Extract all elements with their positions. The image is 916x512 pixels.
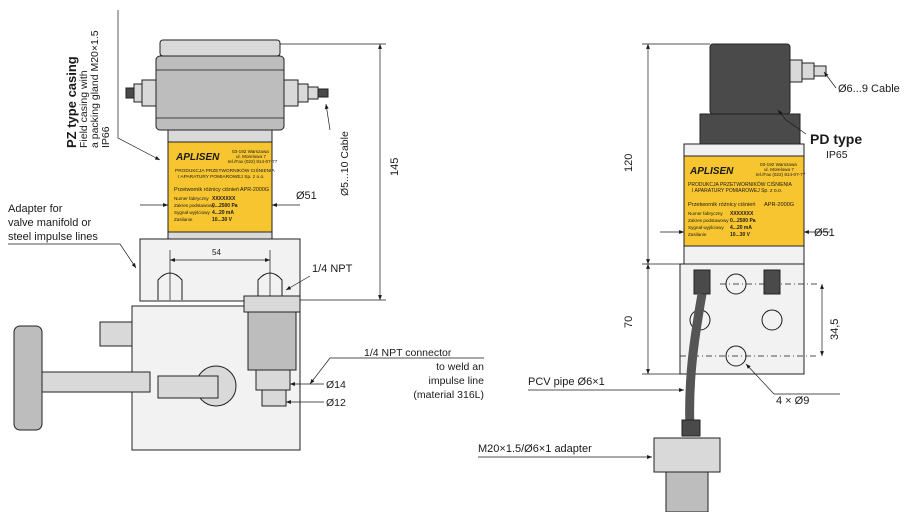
row3-label: Sygnał wyjściowy xyxy=(174,210,210,215)
adapter-block xyxy=(139,238,301,302)
company-2: I APARATURY POMIAROWEJ Sp. z o.o. xyxy=(178,174,265,180)
adapter-1: Adapter for xyxy=(8,203,63,215)
row4-label: Zasilanie xyxy=(174,217,193,222)
m20-adapter-hex xyxy=(653,437,721,473)
npt-hex xyxy=(247,311,297,371)
row2-value: 0...2500 Pa xyxy=(212,203,238,209)
row1-label: Numer fabryczny xyxy=(174,196,209,201)
pd-transmitter: APLISEN 03-192 Warszawa ul. Morelowa 7 t… xyxy=(653,43,827,512)
row3-value: 4...20 mA xyxy=(212,210,234,216)
pd-row2-label: Zakres podstawowy xyxy=(688,218,729,223)
casing-cap xyxy=(159,39,281,57)
pz-height: 145 xyxy=(389,158,401,176)
pz-diameter: Ø51 xyxy=(296,190,317,202)
connector-3: impulse line xyxy=(429,375,485,387)
pd-row1-value: XXXXXXX xyxy=(730,211,754,217)
adapter-2: valve manifold or xyxy=(8,217,91,229)
pd-dim-345: 34,5 xyxy=(829,319,841,340)
npt-thread: 1/4 NPT xyxy=(312,263,353,275)
pz-cable-label: Ø5...10 Cable xyxy=(339,131,351,196)
casing-body xyxy=(155,55,285,131)
d14: Ø14 xyxy=(326,379,346,391)
pd-brand-logo: APLISEN xyxy=(689,166,734,177)
pz-labels: PZ type casing Field casing with a packi… xyxy=(8,10,484,409)
nameplate-text-left: APLISEN 03-192 Warszawa ul. Morelowa 7 t… xyxy=(174,149,278,223)
connector-1: 1/4 NPT connector xyxy=(364,347,452,359)
addr-1: 03-192 Warszawa xyxy=(232,149,269,154)
connector-2: to weld an xyxy=(436,361,484,373)
left-gland xyxy=(125,79,157,107)
row4-value: 10...30 V xyxy=(212,217,233,223)
casing-desc-3: IP66 xyxy=(100,126,112,148)
addr-3: tel./Fax (022) 814-07-77 xyxy=(228,159,278,164)
pd-row3-value: 4...20 mA xyxy=(730,225,752,231)
pd-cable-label: Ø6...9 Cable xyxy=(838,83,900,95)
row2-label: Zakres podstawowy xyxy=(174,203,215,208)
pd-row2-value: 0...2500 Pa xyxy=(730,218,756,224)
pd-holes: 4 × Ø9 xyxy=(776,395,809,407)
valve-body xyxy=(157,375,219,399)
right-cable-gland xyxy=(283,79,329,107)
manifold-nut xyxy=(99,321,133,347)
casing-desc-2: a packing gland M20×1.5 xyxy=(89,30,101,148)
pd-row1-label: Numer fabryczny xyxy=(688,211,723,216)
pd-addr-2: ul. Morelowa 7 xyxy=(764,167,794,172)
row1-value: XXXXXXX xyxy=(212,196,236,202)
pipe-nozzle xyxy=(681,419,701,437)
pd-connector-base xyxy=(699,113,801,145)
casing-desc-1: Field casing with xyxy=(78,70,90,148)
pz-transmitter: APLISEN 03-192 Warszawa ul. Morelowa 7 t… xyxy=(13,39,329,451)
pd-row4-label: Zasilanie xyxy=(688,232,707,237)
pd-labels: Ø6...9 Cable PD type IP65 120 70 Ø51 34,… xyxy=(478,43,900,459)
nozzle-left xyxy=(693,269,711,295)
pd-addr-3: tel./Fax (022) 814-07-77 xyxy=(756,172,806,177)
pd-connector-plug xyxy=(709,43,791,115)
casing-neck xyxy=(167,129,273,143)
m20-thread xyxy=(665,471,709,512)
model: APR-2000G xyxy=(240,187,269,193)
pd-type-ip: IP65 xyxy=(826,149,848,161)
pd-pipe: PCV pipe Ø6×1 xyxy=(528,376,605,388)
pd-model: APR-2000G xyxy=(764,202,794,208)
d12: Ø12 xyxy=(326,397,346,409)
casing-title: PZ type casing xyxy=(64,56,79,148)
company-1: PRODUKCJA PRZETWORNIKÓW CIŚNIENIA xyxy=(175,166,275,174)
pd-company-1: PRODUKCJA PRZETWORNIKÓW CIŚNIENIA xyxy=(688,180,793,188)
product: Przetwornik różnicy ciśnień xyxy=(174,187,239,193)
npt-fitting xyxy=(243,295,301,313)
nozzle-right xyxy=(763,269,781,295)
pd-nameplate xyxy=(683,155,805,247)
addr-2: ul. Morelowa 7 xyxy=(236,154,266,159)
pd-dim-120: 120 xyxy=(623,154,635,172)
pd-row3-label: Sygnał wyjściowy xyxy=(688,225,724,230)
pd-adapter: M20×1.5/Ø6×1 adapter xyxy=(478,443,592,455)
pd-diameter: Ø51 xyxy=(814,227,835,239)
adapter-3: steel impulse lines xyxy=(8,231,98,243)
pz-width: 54 xyxy=(212,248,221,257)
valve-stem xyxy=(39,371,151,393)
nameplate xyxy=(167,141,273,233)
nameplate-text-right: APLISEN 03-192 Warszawa ul. Morelowa 7 t… xyxy=(688,162,806,238)
pd-dim-70: 70 xyxy=(623,316,635,328)
pd-company-2: I APARATURY POMIAROWEJ Sp. z o.o. xyxy=(692,188,782,194)
pd-type-title: PD type xyxy=(810,131,862,147)
pd-row4-value: 10...30 V xyxy=(730,232,751,238)
valve-handle xyxy=(13,325,43,431)
pcv-pipe xyxy=(685,293,707,431)
connector-4: (material 316L) xyxy=(413,389,484,401)
brand-logo: APLISEN xyxy=(175,152,220,163)
pd-product: Przetwornik różnicy ciśnień xyxy=(688,202,755,208)
pd-addr-1: 03-192 Warszawa xyxy=(760,162,797,167)
